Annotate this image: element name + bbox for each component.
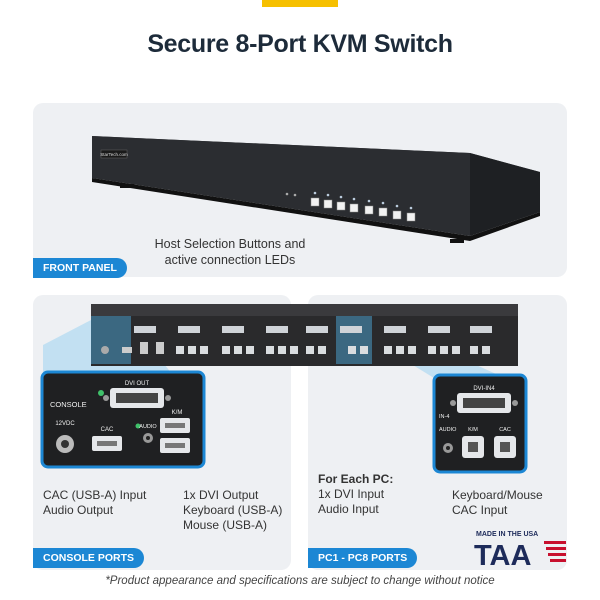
pc-caption-left: For Each PC: 1x DVI Input Audio Input (318, 472, 394, 516)
front-panel-tag: FRONT PANEL (33, 258, 127, 278)
svg-text:AUDIO: AUDIO (439, 427, 457, 433)
pc-caption-right: Keyboard/Mouse CAC Input (452, 488, 543, 517)
svg-text:CAC: CAC (499, 427, 511, 433)
svg-text:DVI OUT: DVI OUT (125, 381, 150, 387)
svg-text:AUDIO: AUDIO (139, 424, 157, 430)
svg-text:K/M: K/M (172, 410, 183, 416)
svg-text:StarTech.com: StarTech.com (100, 152, 128, 157)
brand-logo: StarTech.com (100, 152, 128, 157)
svg-text:TAA: TAA (474, 540, 532, 572)
console-ports-tag: CONSOLE PORTS (33, 548, 145, 568)
svg-text:IN-4: IN-4 (439, 414, 449, 420)
top-accent-bar (262, 0, 338, 7)
front-panel-caption: Host Selection Buttons and active connec… (154, 237, 306, 267)
disclaimer: *Product appearance and specifications a… (105, 575, 495, 587)
svg-text:CAC: CAC (101, 427, 114, 433)
svg-text:MADE IN THE USA: MADE IN THE USA (476, 531, 538, 538)
svg-text:12VDC: 12VDC (55, 421, 75, 427)
svg-text:K/M: K/M (468, 427, 478, 433)
flag-icon (544, 541, 566, 562)
svg-text:DVI-IN4: DVI-IN4 (473, 386, 495, 392)
pc-ports-tag: PC1 - PC8 PORTS (308, 548, 418, 568)
taa-badge: MADE IN THE USA TAA (474, 531, 566, 572)
console-caption-left: CAC (USB-A) Input Audio Output (43, 488, 147, 517)
svg-text:CONSOLE: CONSOLE (50, 400, 87, 409)
page-title: Secure 8-Port KVM Switch (147, 30, 453, 58)
console-caption-right: 1x DVI Output Keyboard (USB-A) Mouse (US… (183, 488, 283, 532)
